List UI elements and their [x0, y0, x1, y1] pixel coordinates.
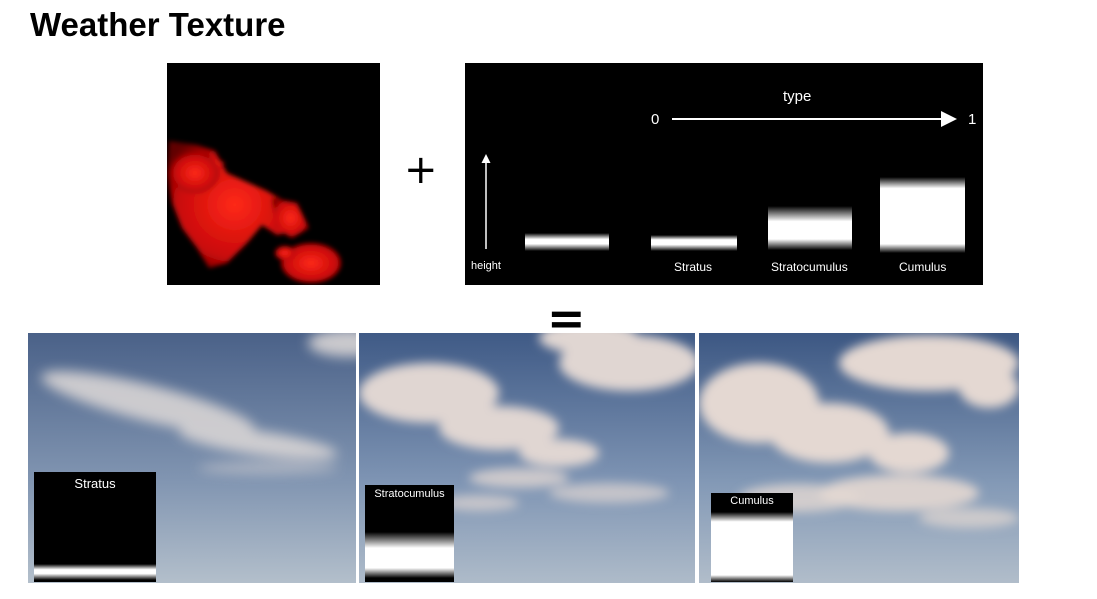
page-title: Weather Texture — [30, 6, 286, 43]
profile-label-cumulus: Cumulus — [899, 260, 947, 274]
profile-cumulus — [880, 177, 965, 253]
result-stratocumulus-render: Stratocumulus — [359, 333, 695, 583]
cumulus-profile-inset: Cumulus — [711, 493, 793, 582]
cloud-type-profile-chart: type 0 1 height Stratus Stratocumulus Cu… — [465, 63, 983, 285]
type-axis-start: 0 — [651, 111, 660, 128]
stratus-inset-profile — [34, 564, 156, 580]
red-cloud-coverage-map — [167, 141, 341, 283]
stratocumulus-inset-profile — [365, 532, 454, 578]
stratus-inset-label: Stratus — [74, 476, 116, 491]
type-axis-label: type — [783, 88, 812, 105]
plus-operator: + — [404, 147, 438, 193]
axes-arrows — [481, 111, 957, 249]
stratus-profile-inset: Stratus — [34, 472, 156, 582]
cumulus-inset-label: Cumulus — [730, 495, 774, 507]
stratocumulus-inset-label: Stratocumulus — [374, 488, 445, 500]
weather-map-image — [167, 63, 380, 285]
result-stratus-render: Stratus — [28, 333, 356, 583]
profile-label-stratocumulus: Stratocumulus — [771, 260, 848, 274]
profile-generic — [525, 233, 609, 251]
result-cumulus-render: Cumulus — [699, 333, 1019, 583]
profile-stratocumulus — [768, 206, 852, 250]
stratocumulus-profile-inset: Stratocumulus — [365, 485, 454, 582]
profile-label-stratus: Stratus — [674, 260, 713, 274]
profile-stratus — [651, 235, 737, 251]
type-axis-end: 1 — [968, 111, 977, 128]
height-axis-label: height — [471, 260, 501, 272]
cumulus-inset-profile — [711, 512, 793, 582]
